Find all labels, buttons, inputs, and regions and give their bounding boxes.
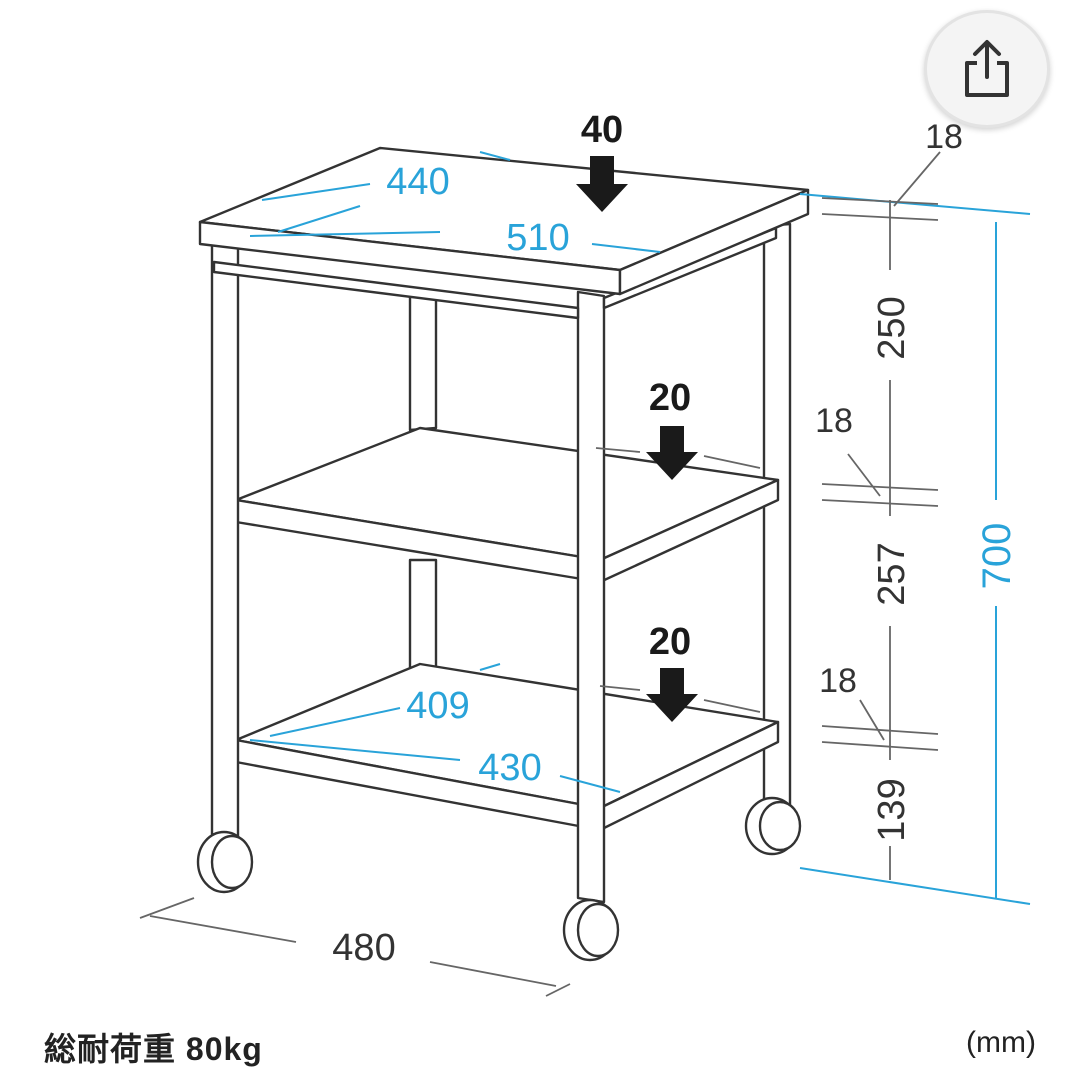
front-right-leg — [576, 290, 606, 904]
top-board — [198, 146, 810, 296]
cart-drawing — [196, 146, 810, 962]
top-width-label: 510 — [506, 217, 569, 259]
base-width-label: 480 — [332, 927, 395, 969]
middle-load-label: 20 — [649, 377, 691, 419]
lower-gap-label: 139 — [871, 778, 913, 841]
bottom-shelf-width-label: 430 — [478, 747, 541, 789]
bottom-load-label: 20 — [649, 621, 691, 663]
back-legs — [408, 222, 792, 812]
top-depth-label: 440 — [386, 161, 449, 203]
bottom-shelf — [234, 662, 780, 832]
share-icon — [965, 40, 1009, 97]
top-load-label: 40 — [581, 109, 623, 151]
top-thickness-label: 18 — [925, 118, 963, 156]
total-height-label: 700 — [975, 523, 1019, 590]
upper-gap-label: 250 — [871, 296, 913, 359]
middle-gap-label: 257 — [871, 542, 913, 605]
front-left-leg — [210, 240, 240, 840]
middle-thickness-label: 18 — [815, 402, 853, 440]
share-button[interactable] — [924, 10, 1050, 128]
gray-dimension-lines — [139, 151, 941, 997]
blue-dimension-lines — [249, 151, 1031, 905]
bottom-thickness-label: 18 — [819, 662, 857, 700]
down-arrow-icon — [646, 668, 698, 722]
unit-text: (mm) — [966, 1026, 1036, 1059]
down-arrow-icon — [576, 156, 628, 212]
casters — [196, 796, 802, 962]
middle-shelf — [234, 426, 780, 584]
load-capacity-text: 総耐荷重 80kg — [44, 1031, 263, 1067]
bottom-shelf-depth-label: 409 — [406, 685, 469, 727]
down-arrow-icon — [646, 426, 698, 480]
